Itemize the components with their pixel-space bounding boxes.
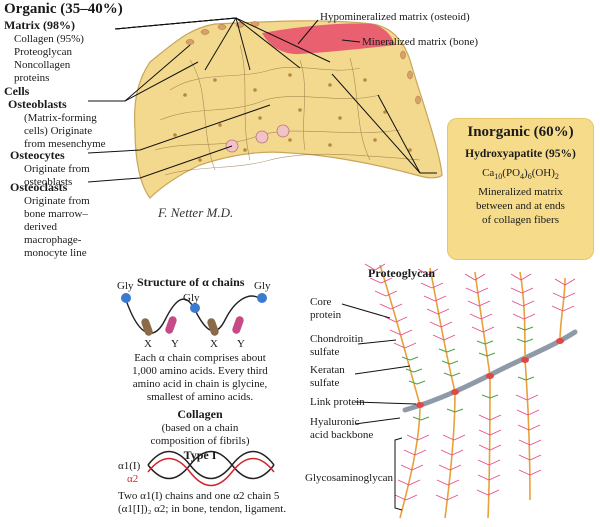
core-protein-label-1: Core	[310, 296, 332, 308]
gly-label-1: Gly	[117, 280, 134, 292]
osteoclast-cells	[225, 124, 290, 153]
osteoblast-row	[185, 21, 421, 105]
matrix-title: Matrix (98%)	[4, 18, 75, 32]
glycine-sphere-3	[257, 293, 267, 303]
osteoblasts-desc-3: from mesenchyme	[24, 138, 106, 150]
triple-helix-drawing	[147, 450, 275, 487]
organic-title: Organic (35–40%)	[4, 1, 123, 17]
alpha-desc-4: smallest of amino acids.	[146, 391, 254, 403]
proteoglycan-drawing	[341, 263, 578, 519]
link-protein-label: Link protein	[310, 396, 365, 408]
collagen-subtitle-1: (based on a chain	[161, 422, 239, 434]
gly-label-2: Gly	[183, 292, 200, 304]
osteocyte-cells	[173, 73, 412, 162]
link-proteins	[416, 338, 564, 408]
hyaluronic-label-1: Hyaluronic	[310, 416, 360, 428]
core-proteins	[379, 264, 566, 519]
core-protein-label-2: protein	[310, 309, 342, 321]
collagen-desc-1: Two α1(I) chains and one α2 chain 5	[118, 490, 280, 502]
alpha-desc-1: Each α chain comprises about	[134, 352, 266, 364]
bone-section-drawing	[133, 20, 443, 199]
inorganic-box: Inorganic (60%) Hydroxyapatite (95%) Ca1…	[447, 118, 594, 260]
chondroitin-label-1: Chondroitin	[310, 333, 364, 345]
osteoblasts-desc-2: cells) Originate	[24, 125, 93, 137]
residue-y-1	[165, 316, 177, 334]
alpha-chain-title: Structure of α chains	[137, 275, 245, 289]
osteoid-layer	[262, 23, 395, 55]
osteoblasts-title: Osteoblasts	[8, 97, 67, 111]
osteoclasts-desc-5: monocyte line	[24, 247, 87, 259]
y-label-1: Y	[171, 338, 179, 350]
chondroitin-sulfate-chains	[364, 263, 576, 501]
bone-matrix-shape	[133, 20, 443, 199]
cells-title: Cells	[4, 84, 30, 98]
collagen-subtitle-2: composition of fibrils)	[150, 435, 250, 447]
glycine-sphere-1	[121, 293, 131, 303]
matrix-item-proteoglycan: Proteoglycan	[14, 46, 73, 58]
osteocytes-desc-1: Originate from	[24, 163, 90, 175]
osteocytes-desc-2: osteoblasts	[24, 176, 73, 188]
alpha1-label: α1(I)	[118, 460, 141, 472]
glycine-sphere-2	[190, 303, 200, 313]
alpha-chain-drawing	[121, 293, 267, 336]
hypomineralized-label: Hypomineralized matrix (osteoid)	[320, 11, 470, 23]
keratan-label-1: Keratan	[310, 364, 345, 376]
y-label-2: Y	[237, 338, 245, 350]
chondroitin-label-2: sulfate	[310, 346, 340, 358]
matrix-item-noncollagen: Noncollagen	[14, 59, 71, 71]
osteoclasts-desc-3: derived	[24, 221, 57, 233]
osteoclasts-title: Osteoclasts	[10, 180, 68, 194]
keratan-label-2: sulfate	[310, 377, 340, 389]
hyaluronic-label-2: acid backbone	[310, 429, 374, 441]
netter-signature: F. Netter M.D.	[158, 205, 234, 220]
x-label-1: X	[144, 338, 152, 350]
residue-y-2	[232, 316, 244, 334]
alpha-desc-3: amino acid in chain is glycine,	[132, 378, 268, 390]
matrix-item-collagen: Collagen (95%)	[14, 33, 84, 45]
organic-leader-lines	[87, 17, 437, 183]
proteoglycan-leader-lines	[341, 303, 417, 511]
inorganic-desc-1: Mineralized matrix	[478, 186, 563, 198]
collagen-title: Collagen	[177, 407, 223, 421]
osteocytes-title: Osteocytes	[10, 148, 65, 162]
type-one-title: Type I	[183, 448, 217, 462]
inorganic-desc-2: between and at ends	[476, 200, 565, 212]
inorganic-desc-3: of collagen fibers	[482, 214, 559, 226]
osteoclasts-desc-2: bone marrow–	[24, 208, 88, 220]
alpha2-label: α2	[127, 473, 139, 485]
residue-x-1	[141, 318, 153, 336]
gag-label: Glycosaminoglycan	[305, 472, 393, 484]
hydroxyapatite-label: Hydroxyapatite (95%)	[465, 148, 576, 160]
matrix-item-proteins: proteins	[14, 72, 50, 84]
residue-x-2	[207, 318, 219, 336]
hydroxyapatite-formula: Ca10(PO4)6(OH)2	[482, 167, 559, 182]
hyaluronic-backbone	[402, 329, 578, 413]
osteoclasts-desc-1: Originate from	[24, 195, 90, 207]
alpha-desc-2: 1,000 amino acids. Every third	[132, 365, 268, 377]
osteoblasts-desc-1: (Matrix-forming	[24, 112, 97, 124]
proteoglycan-title: Proteoglycan	[368, 266, 436, 280]
keratan-sulfate-chains	[401, 326, 535, 421]
gly-label-3: Gly	[254, 280, 271, 292]
osteoclasts-desc-4: macrophage-	[24, 234, 82, 246]
osteocyte-network	[154, 44, 421, 176]
x-label-2: X	[210, 338, 218, 350]
mineralized-label: Mineralized matrix (bone)	[362, 36, 479, 48]
collagen-desc-2: (α1[I])₂ α2; in bone, tendon, ligament.	[118, 503, 287, 515]
inorganic-title: Inorganic (60%)	[467, 124, 574, 140]
